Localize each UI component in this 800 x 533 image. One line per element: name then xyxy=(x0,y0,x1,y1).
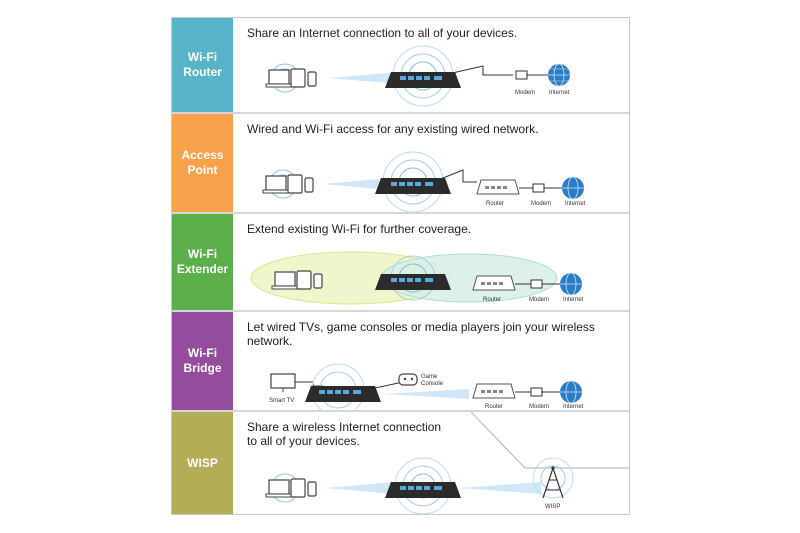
router-label: Router xyxy=(486,201,504,207)
router-label: Router xyxy=(485,404,503,410)
description: Wired and Wi-Fi access for any existing … xyxy=(247,122,539,136)
bridge-router-icon xyxy=(305,363,381,410)
description: Share a wireless Internet connection to … xyxy=(247,420,442,448)
client-devices-icon xyxy=(271,270,323,290)
tag-label: Access Point xyxy=(181,148,224,177)
internet-label: Internet xyxy=(565,201,586,207)
game-console-label-line2: Console xyxy=(421,381,444,387)
wifi-router-illustration: Modem Internet xyxy=(265,45,570,107)
existing-router-icon xyxy=(472,275,516,291)
internet-globe-icon xyxy=(560,272,582,296)
game-console-label-line1: Game xyxy=(421,374,438,380)
client-devices-icon xyxy=(265,473,317,503)
modem-label: Modem xyxy=(529,404,549,410)
tag-label: Wi-Fi Router xyxy=(183,50,222,79)
signal-beam xyxy=(323,178,391,190)
wisp-router-icon xyxy=(385,457,461,514)
row-access-point: Access Point Wired and Wi-Fi access for … xyxy=(172,114,629,212)
game-controller-icon xyxy=(398,373,418,386)
router-label: Router xyxy=(483,297,501,303)
row-wifi-bridge: Wi-Fi Bridge Let wired TVs, game console… xyxy=(172,312,629,410)
tag-wifi-bridge: Wi-Fi Bridge xyxy=(172,312,233,410)
smart-tv-icon xyxy=(270,373,296,392)
tag-wifi-extender: Wi-Fi Extender xyxy=(172,214,233,310)
wisp-tower-icon xyxy=(532,457,574,499)
access-point-router-icon xyxy=(375,151,451,212)
modem-label: Modem xyxy=(529,297,549,303)
tag-wisp: WISP xyxy=(172,412,233,514)
signal-beam xyxy=(383,389,469,399)
description: Share an Internet connection to all of y… xyxy=(247,26,518,40)
internet-globe-icon xyxy=(560,380,582,404)
row-wifi-extender: Wi-Fi Extender Extend existing Wi-Fi for… xyxy=(172,214,629,310)
modem-icon xyxy=(530,279,543,289)
extender-icon xyxy=(375,255,451,301)
tag-label: Wi-Fi Bridge xyxy=(183,346,222,375)
internet-label: Internet xyxy=(563,297,584,303)
router-icon xyxy=(385,45,461,107)
signal-beam xyxy=(459,482,541,494)
network-modes-diagram: Wi-Fi Router Share an Internet connectio… xyxy=(171,17,630,515)
wifi-bridge-illustration: Smart TV Game Console xyxy=(269,363,584,410)
tag-label: Wi-Fi Extender xyxy=(176,247,229,276)
tag-wifi-router: Wi-Fi Router xyxy=(172,18,233,112)
tag-access-point: Access Point xyxy=(172,114,233,212)
wifi-extender-illustration: Router Modem Internet xyxy=(250,251,584,305)
wisp-label: WISP xyxy=(545,504,560,510)
smart-tv-label: Smart TV xyxy=(269,398,294,404)
row-wifi-router: Wi-Fi Router Share an Internet connectio… xyxy=(172,18,629,112)
signal-beam xyxy=(325,482,393,494)
wisp-illustration: WISP xyxy=(265,412,629,514)
game-console-label: Game Console xyxy=(421,374,444,387)
existing-router-icon xyxy=(476,179,520,195)
internet-globe-icon xyxy=(562,176,584,200)
description: Let wired TVs, game consoles or media pl… xyxy=(247,320,595,348)
modem-icon xyxy=(515,70,528,80)
divider-line xyxy=(470,412,629,469)
modem-label: Modem xyxy=(515,90,535,96)
modem-icon xyxy=(530,387,543,397)
access-point-illustration: Router Modem Internet xyxy=(262,151,586,212)
client-devices-icon xyxy=(265,63,317,93)
internet-label: Internet xyxy=(563,404,584,410)
existing-router-icon xyxy=(472,383,516,399)
modem-icon xyxy=(532,183,545,193)
signal-beam xyxy=(328,72,401,84)
client-devices-icon xyxy=(262,169,314,199)
internet-label: Internet xyxy=(549,90,570,96)
modem-label: Modem xyxy=(531,201,551,207)
internet-globe-icon xyxy=(548,63,570,87)
description: Extend existing Wi-Fi for further covera… xyxy=(247,222,472,236)
tag-label: WISP xyxy=(187,455,218,470)
row-wisp: WISP Share a wireless Internet connectio… xyxy=(172,412,629,514)
